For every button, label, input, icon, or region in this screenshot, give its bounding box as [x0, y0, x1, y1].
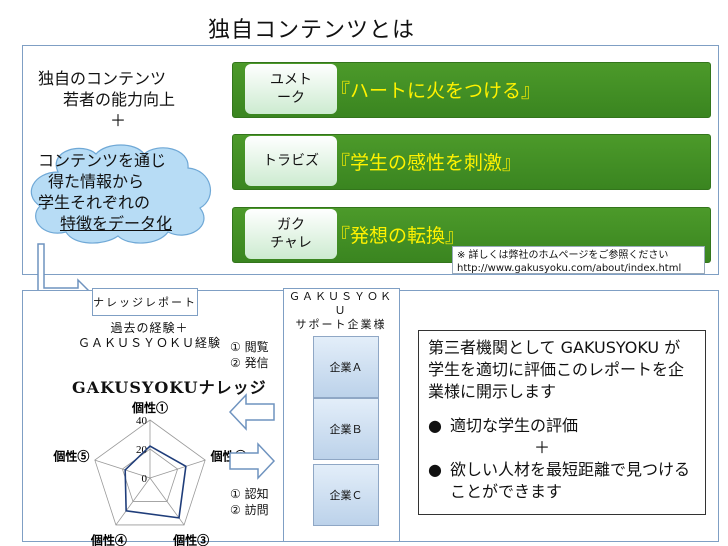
- bullet-dot-icon: ●: [428, 416, 442, 435]
- cloud-line-1: コンテンツを通じ: [38, 151, 167, 170]
- send-item: ② 発信: [230, 356, 269, 370]
- radar-tick-label: 0: [142, 473, 148, 485]
- own-contents-text: 独自のコンテンツ 若者の能力向上 ＋: [38, 68, 175, 131]
- recognize-item: ① 認知: [230, 487, 269, 501]
- reference-note: ※ 詳しくは弊社のホムページをご参照ください http://www.gakusy…: [452, 246, 705, 274]
- note-url[interactable]: http://www.gakusyoku.com/about/index.htm…: [457, 263, 682, 274]
- radar-grid-ring: [121, 448, 179, 502]
- radar-spoke: [149, 459, 206, 479]
- radar-tick-label: 20: [136, 444, 148, 456]
- left-arrow: [228, 393, 275, 431]
- own-contents-line: 独自のコンテンツ: [38, 69, 167, 88]
- cloud-shape: [30, 144, 211, 244]
- experience-text: 過去の経験＋ ＧＡＫＵＳＹＯＫＵ経験: [78, 321, 221, 351]
- knowledge-report-label: ナレッジレポート: [92, 288, 198, 316]
- experience-line-1: 過去の経験＋: [110, 321, 189, 335]
- description-paragraph: 第三者機関として GAKUSYOKU が学生を適切に評価このレポートを企業様に開…: [428, 338, 685, 401]
- radar-axis-label: 個性①: [131, 400, 168, 415]
- radar-grid-ring: [94, 419, 206, 526]
- radar-series-line: [124, 445, 187, 519]
- content-tag-2: トラビズ: [245, 136, 337, 186]
- gakusyoku-label-1: ＧＡＫＵＳＹＯＫ: [289, 290, 393, 303]
- view-item: ① 閲覧: [230, 340, 269, 354]
- description-box: 第三者機関として GAKUSYOKU が学生を適切に評価このレポートを企業様に開…: [418, 330, 706, 515]
- bullet-recruit-text: 欲しい人材を最短距離で見つけることができます: [450, 460, 691, 501]
- content-text-3: 『発想の転換』: [331, 225, 465, 247]
- company-b[interactable]: 企業Ｂ: [313, 398, 379, 460]
- content-bar-1: ユメト ーク 『ハートに火をつける』: [232, 62, 711, 118]
- bullet-dot-icon: ●: [428, 460, 442, 479]
- bullet-evaluation-text: 適切な学生の評価: [450, 416, 579, 435]
- radar-axis-label: 個性④: [90, 533, 127, 546]
- bullet-recruit: ● 欲しい人材を最短距離で見つけることができます: [428, 459, 696, 503]
- content-bar-2: トラビズ 『学生の感性を刺激』: [232, 134, 711, 190]
- note-line-1: ※ 詳しくは弊社のホムページをご参照ください: [457, 250, 669, 261]
- radar-spoke: [115, 477, 151, 526]
- radar-spoke: [94, 459, 151, 479]
- visit-item: ② 訪問: [230, 503, 269, 517]
- gakusyoku-label-3: サポート企業様: [295, 318, 387, 331]
- experience-line-2: ＧＡＫＵＳＹＯＫＵ経験: [78, 336, 222, 350]
- cloud-line-3: 学生それぞれの: [38, 193, 151, 212]
- page-title: 独自コンテンツとは: [208, 18, 416, 43]
- plus-sign: ＋: [110, 111, 127, 130]
- content-text-1: 『ハートに火をつける』: [331, 80, 541, 102]
- company-a[interactable]: 企業Ａ: [313, 336, 379, 398]
- support-companies-label: ＧＡＫＵＳＹＯＫ Ｕ サポート企業様: [285, 290, 397, 332]
- ability-line: 若者の能力向上: [63, 90, 176, 109]
- company-c[interactable]: 企業Ｃ: [313, 464, 379, 526]
- bullet-evaluation: ● 適切な学生の評価: [428, 415, 696, 437]
- content-tag-1: ユメト ーク: [245, 64, 337, 114]
- gakusyoku-label-2: Ｕ: [334, 304, 348, 317]
- cloud-line-2: 得た情報から: [48, 172, 145, 191]
- recognize-visit-list: ① 認知 ② 訪問: [230, 486, 269, 518]
- right-arrow: [229, 442, 276, 480]
- content-text-2: 『学生の感性を刺激』: [331, 152, 522, 174]
- radar-axis-label: 個性⑤: [52, 448, 89, 463]
- radar-axis-label: 個性③: [172, 533, 209, 546]
- cloud-line-4: 特徴をデータ化: [60, 214, 173, 233]
- content-tag-3: ガク チャレ: [245, 209, 337, 259]
- cloud-text: コンテンツを通じ 得た情報から 学生それぞれの 特徴をデータ化: [38, 150, 172, 234]
- view-send-list: ① 閲覧 ② 発信: [230, 339, 269, 371]
- bullet-plus: ＋: [533, 438, 550, 457]
- radar-tick-label: 40: [136, 415, 148, 427]
- knowledge-report-title: GAKUSYOKUナレッジ: [72, 378, 267, 397]
